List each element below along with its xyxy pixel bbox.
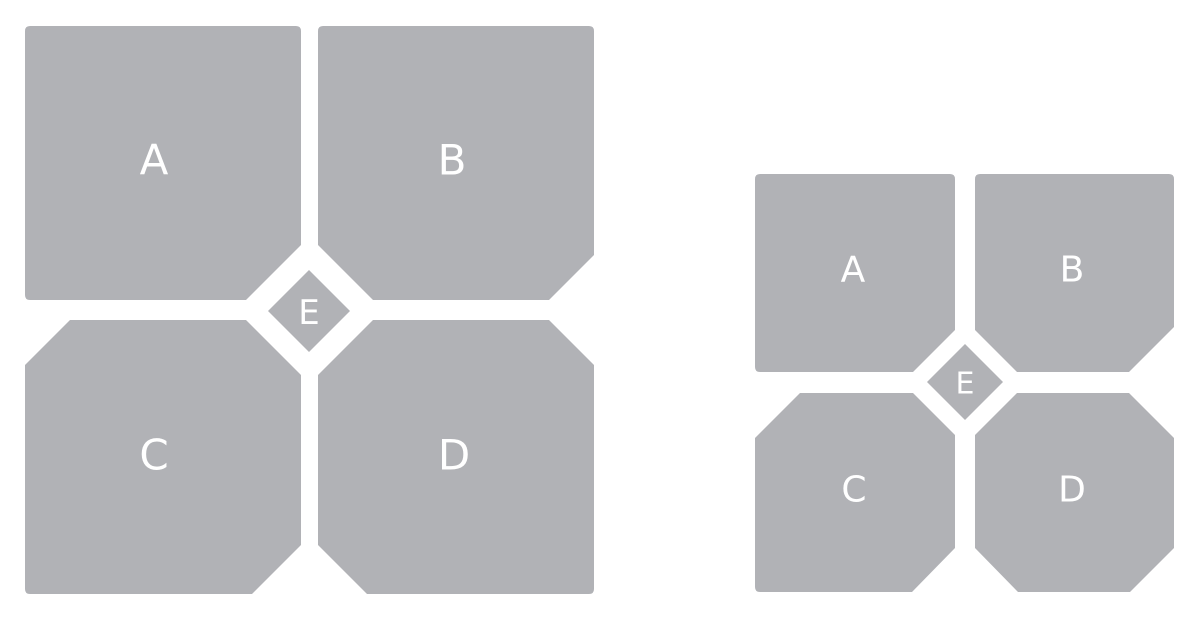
- small-label-d: D: [1058, 470, 1086, 511]
- large-tile-b: [318, 26, 594, 300]
- large-tile-a: [25, 26, 301, 300]
- small-tile-c: [755, 393, 955, 592]
- small-label-c: C: [841, 470, 866, 511]
- large-tile-c: [25, 320, 301, 594]
- small-tile-e: [927, 344, 1003, 420]
- small-tile-b: [975, 174, 1174, 372]
- small-tile-diagram: A B C D E: [755, 174, 1174, 592]
- large-tile-e: [268, 270, 350, 352]
- small-tile-d: [975, 393, 1174, 592]
- small-label-b: B: [1060, 250, 1085, 291]
- large-tile-diagram: A B C D E: [25, 26, 594, 594]
- large-label-e: E: [298, 293, 319, 333]
- large-label-a: A: [140, 136, 169, 185]
- large-tile-d: [318, 320, 594, 594]
- small-label-e: E: [956, 367, 975, 402]
- large-label-d: D: [438, 431, 470, 480]
- small-tile-a: [755, 174, 955, 372]
- large-label-b: B: [438, 136, 467, 185]
- small-label-a: A: [841, 250, 866, 291]
- large-label-c: C: [139, 431, 168, 480]
